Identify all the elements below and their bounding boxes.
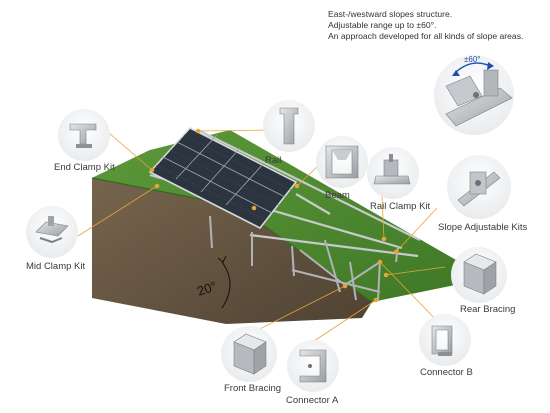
label-front-bracing: Front Bracing [224, 383, 282, 394]
slope-angle-arrow [217, 255, 227, 263]
label-slope-adjustable-kits: Slope Adjustable Kits [438, 222, 528, 233]
support-legs [209, 215, 399, 301]
label-end-clamp-kit: End Clamp Kit [54, 162, 115, 173]
adjust-range-label: ±60° [464, 55, 481, 64]
end-clamp-kit-icon [58, 109, 110, 161]
solar-panel-array [148, 127, 298, 230]
rail-clamp-kit-icon [367, 147, 419, 199]
rear-bracing-icon [451, 247, 507, 303]
label-rail-clamp-kit: Rail Clamp Kit [370, 201, 431, 212]
rail-icon [263, 100, 315, 152]
slope-adjustable-kits-icon [447, 155, 511, 219]
label-rear-bracing: Rear Bracing [460, 304, 516, 315]
soil-body [92, 150, 372, 324]
label-mid-clamp-kit: Mid Clamp Kit [26, 261, 86, 272]
connector-b-icon [419, 314, 471, 366]
label-rail: Rail [265, 155, 282, 166]
slope-angle-arc [221, 261, 231, 309]
description-block: East-/westward slopes structure. Adjusta… [328, 9, 543, 42]
label-beam: Beam [325, 190, 350, 201]
label-connector-a: Connector A [286, 395, 339, 406]
mid-clamp-kit-icon [26, 206, 78, 258]
adjustable-bracket-detail [434, 55, 514, 135]
description-line-2: Adjustable range up to ±60°. [328, 20, 437, 30]
label-connector-b: Connector B [420, 367, 473, 378]
description-line-3: An approach developed for all kinds of s… [328, 31, 524, 41]
description-line-1: East-/westward slopes structure. [328, 9, 453, 19]
connector-a-icon [287, 340, 339, 392]
beam-icon [316, 136, 368, 188]
front-bracing-icon [221, 326, 277, 382]
rotation-arrow-icon [452, 62, 494, 76]
